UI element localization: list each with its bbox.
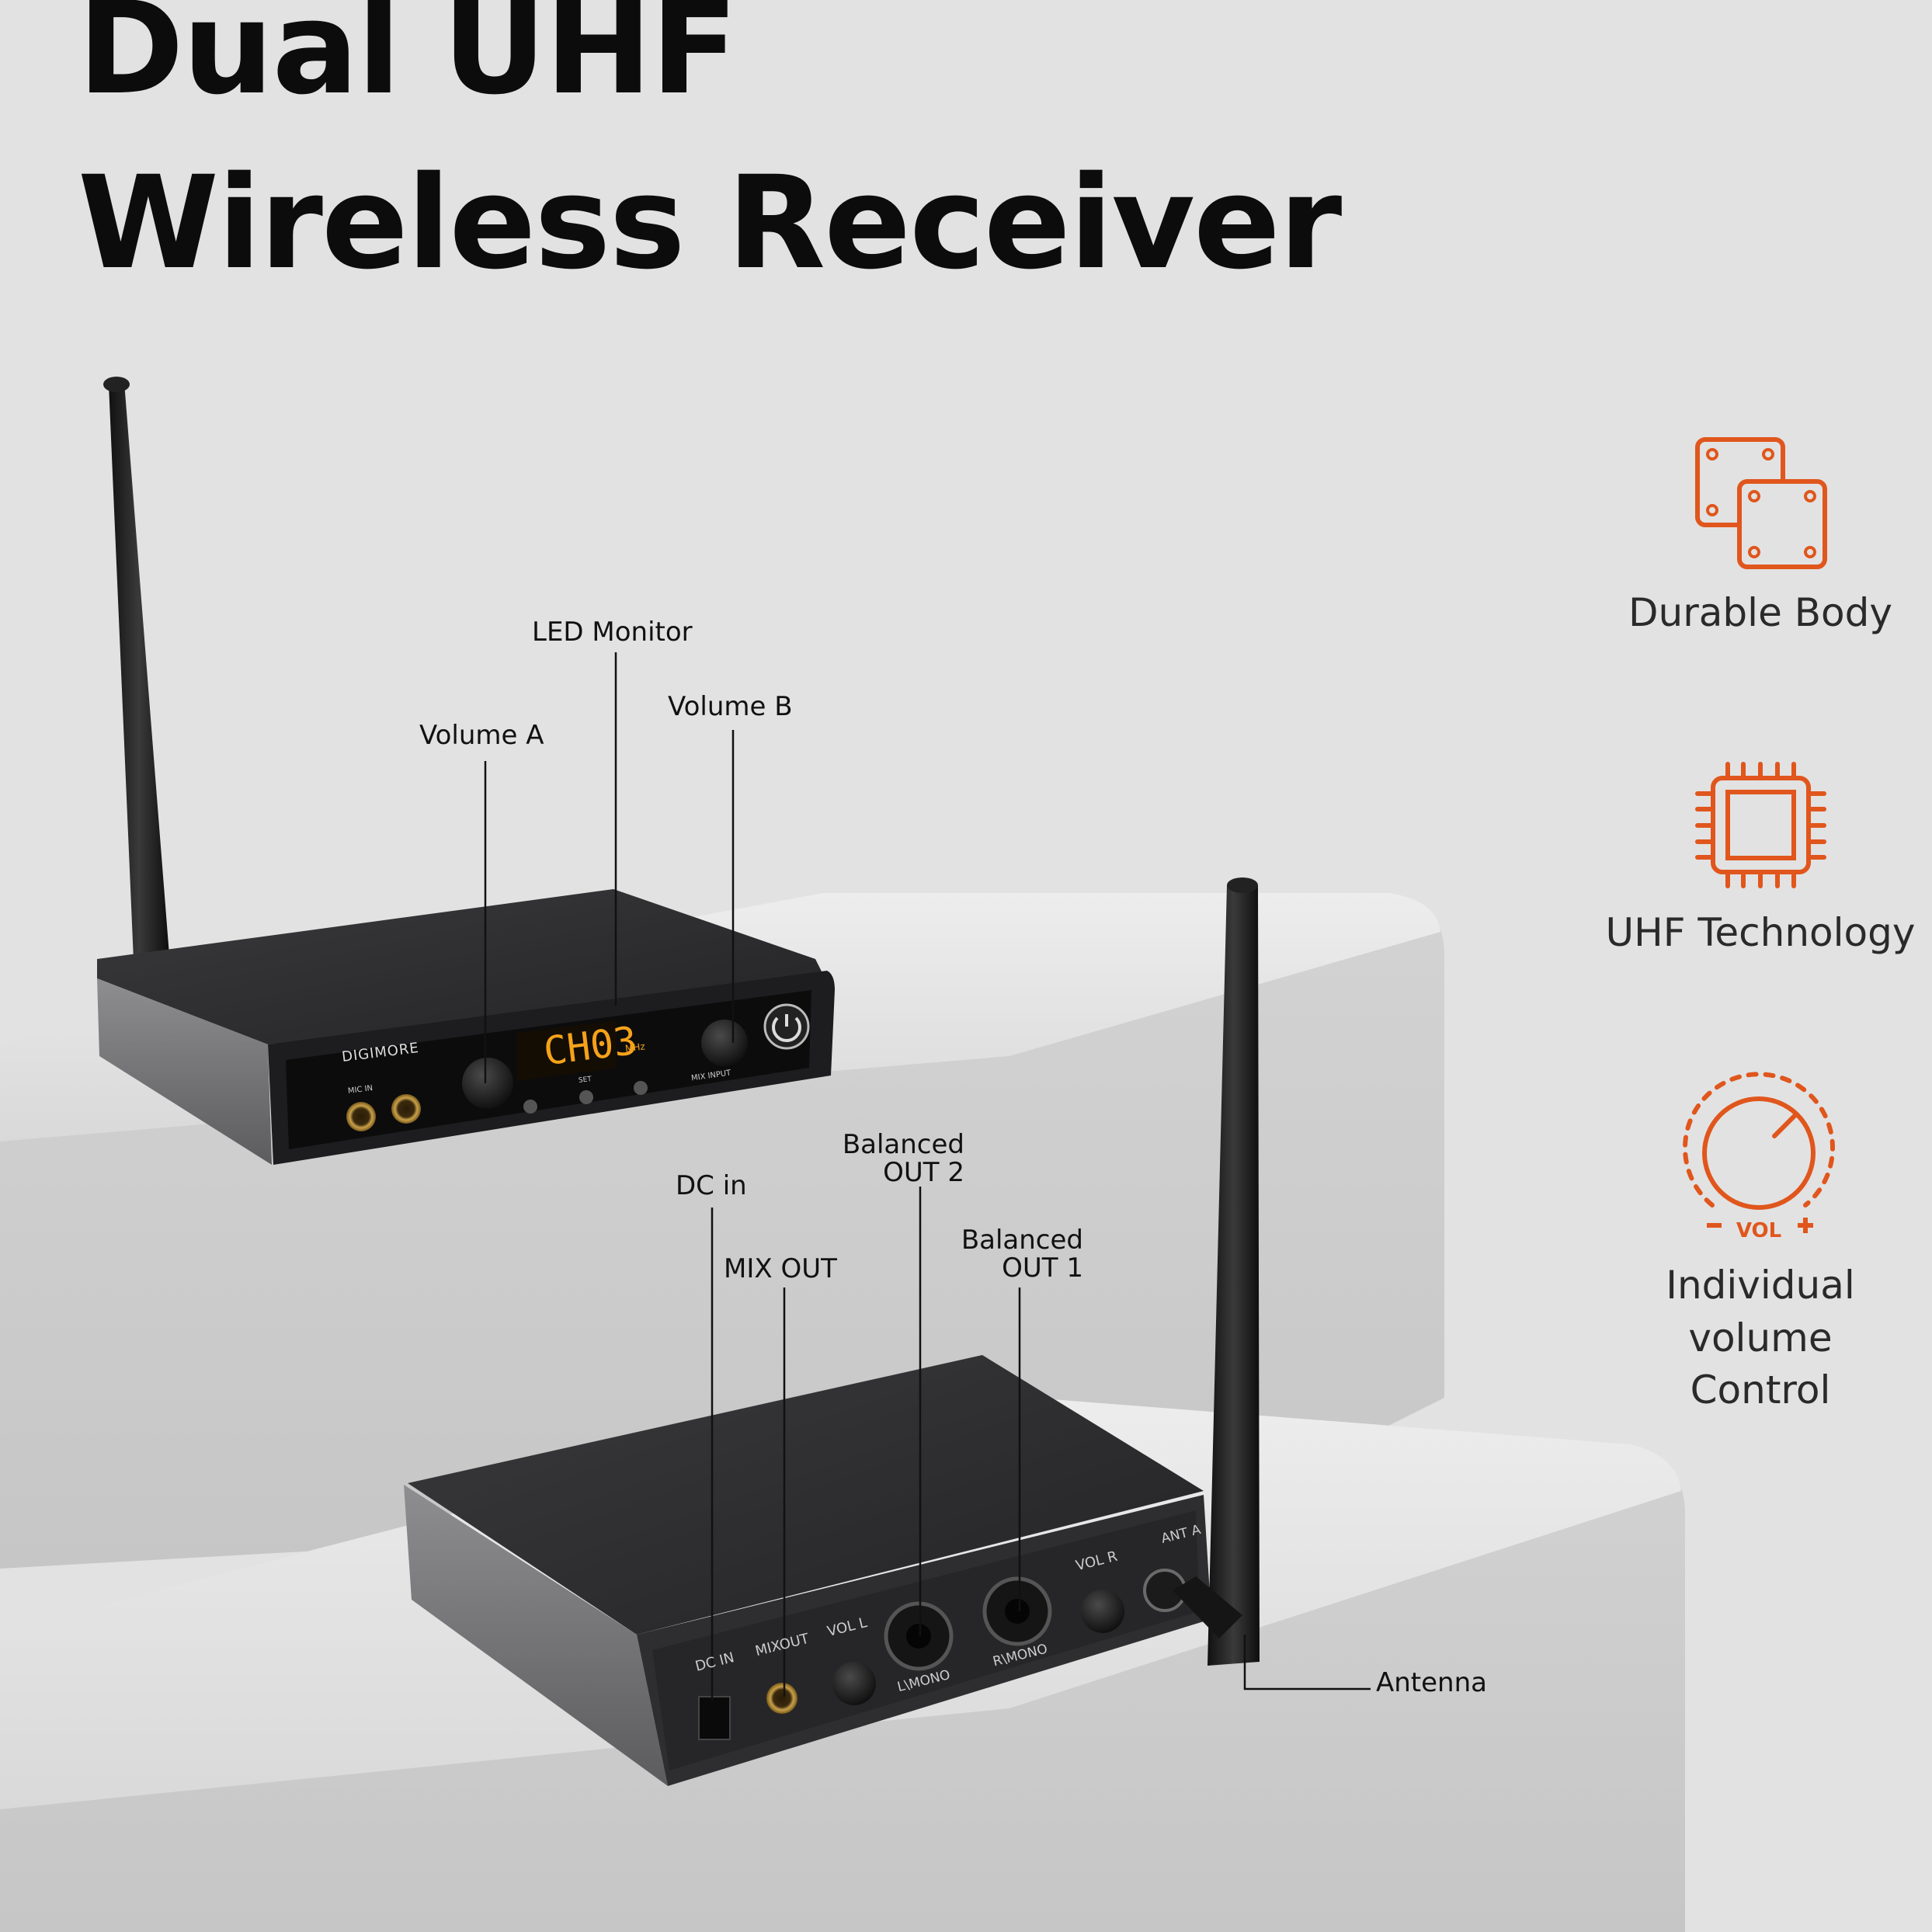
feature-uhf-technology-label: UHF Technology: [1605, 910, 1916, 955]
callout-led-monitor: LED Monitor: [532, 617, 693, 648]
callout-leader-lines: [484, 652, 1371, 1701]
chip-icon: [1695, 762, 1826, 888]
feature-volume-control-label-line3: Control: [1690, 1367, 1831, 1413]
headline-line-2: Wireless Receiver: [78, 148, 1342, 297]
callout-dc-in: DC in: [676, 1170, 747, 1201]
volume-knob-icon: VOL: [1683, 1072, 1835, 1242]
feature-durable-body: [1693, 435, 1829, 574]
callout-balanced-out-2: Balanced OUT 2: [815, 1131, 964, 1187]
callout-mix-out: MIX OUT: [724, 1253, 837, 1284]
callout-balanced-out-2-line1: Balanced: [842, 1129, 964, 1160]
feature-volume-control: VOL: [1681, 1072, 1836, 1242]
callout-balanced-out-1-line2: OUT 1: [1002, 1252, 1083, 1284]
rear-receiver-unit: [404, 877, 1260, 1786]
headline-line-1: Dual UHF: [78, 0, 738, 123]
callout-antenna: Antenna: [1376, 1667, 1487, 1698]
callout-balanced-out-2-line2: OUT 2: [883, 1156, 964, 1188]
callout-volume-a: Volume A: [419, 720, 544, 751]
feature-volume-control-label-line1: Individual: [1666, 1263, 1855, 1308]
durable-body-icon: [1695, 437, 1827, 569]
front-receiver-unit: [97, 377, 835, 1165]
feature-uhf-technology: [1693, 761, 1829, 892]
feature-durable-body-label: Durable Body: [1628, 590, 1892, 635]
callout-volume-b: Volume B: [668, 691, 793, 722]
volume-knob-icon-text: VOL: [1736, 1219, 1781, 1239]
front-unit-set-label: SET: [578, 1075, 592, 1085]
feature-volume-control-label: Individual volume Control: [1582, 1260, 1932, 1417]
callout-balanced-out-1: Balanced OUT 1: [932, 1225, 1083, 1284]
feature-volume-control-label-line2: volume: [1688, 1315, 1833, 1360]
callout-balanced-out-1-line1: Balanced: [961, 1225, 1083, 1256]
